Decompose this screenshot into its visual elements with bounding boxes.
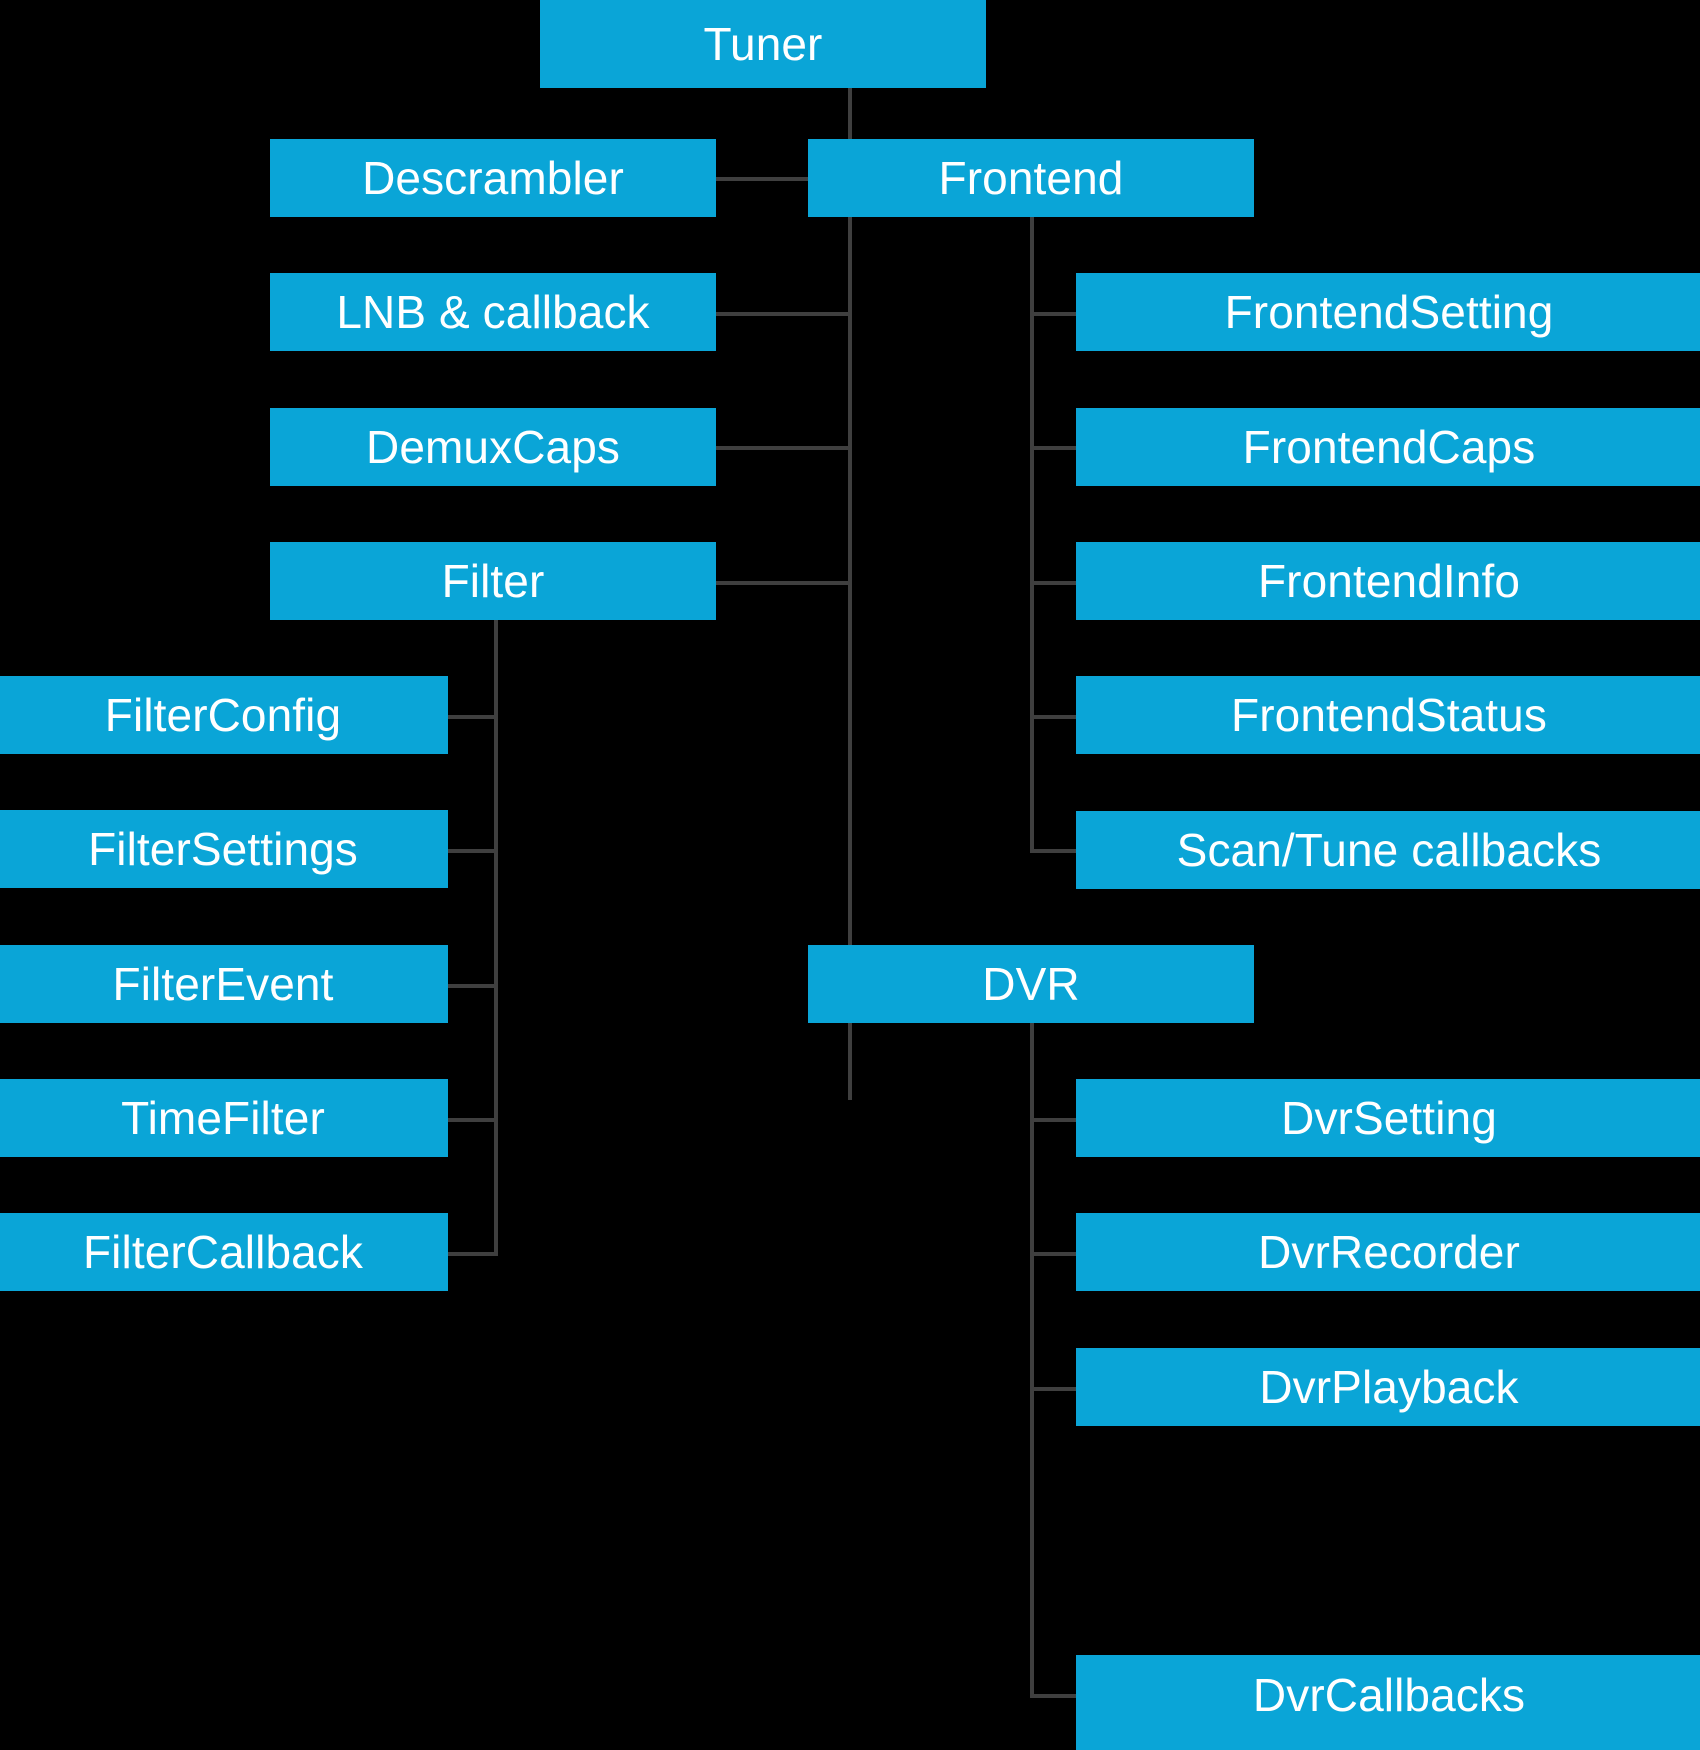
node-frontendcaps[interactable]: FrontendCaps bbox=[1076, 408, 1700, 486]
node-filtercallback[interactable]: FilterCallback bbox=[0, 1213, 448, 1291]
node-frontendsetting[interactable]: FrontendSetting bbox=[1076, 273, 1700, 351]
node-filter-label: Filter bbox=[441, 555, 545, 607]
connector-filter-filterevent bbox=[446, 984, 498, 988]
node-filterconfig-label: FilterConfig bbox=[104, 689, 342, 741]
node-frontend[interactable]: Frontend bbox=[808, 139, 1254, 217]
node-filtersettings[interactable]: FilterSettings bbox=[0, 810, 448, 888]
node-filtercallback-label: FilterCallback bbox=[82, 1226, 364, 1278]
connector-filter-filtersettings bbox=[446, 849, 498, 853]
node-frontendstatus[interactable]: FrontendStatus bbox=[1076, 676, 1700, 754]
node-filterevent[interactable]: FilterEvent bbox=[0, 945, 448, 1023]
connector-tuner-spine bbox=[848, 88, 852, 1100]
node-dvrsetting[interactable]: DvrSetting bbox=[1076, 1079, 1700, 1157]
node-scan-tune-callbacks[interactable]: Scan/Tune callbacks bbox=[1076, 811, 1700, 889]
node-descrambler[interactable]: Descrambler bbox=[270, 139, 716, 217]
node-filtersettings-label: FilterSettings bbox=[88, 823, 358, 875]
node-frontendinfo-label: FrontendInfo bbox=[1257, 555, 1521, 607]
connector-dvr-dvrsetting bbox=[1030, 1118, 1078, 1122]
node-dvrsetting-label: DvrSetting bbox=[1281, 1092, 1497, 1144]
connector-filter-spine bbox=[494, 620, 498, 1254]
connector-tuner-demuxcaps bbox=[716, 446, 850, 450]
node-filterevent-label: FilterEvent bbox=[112, 958, 334, 1010]
node-dvr[interactable]: DVR bbox=[808, 945, 1254, 1023]
node-filterconfig[interactable]: FilterConfig bbox=[0, 676, 448, 754]
node-frontendcaps-label: FrontendCaps bbox=[1242, 421, 1536, 473]
node-demuxcaps-label: DemuxCaps bbox=[366, 421, 620, 473]
connector-frontend-scantune bbox=[1030, 849, 1078, 853]
connector-filter-timefilter bbox=[446, 1118, 498, 1122]
node-lnb-callback[interactable]: LNB & callback bbox=[270, 273, 716, 351]
node-filter[interactable]: Filter bbox=[270, 542, 716, 620]
node-descrambler-label: Descrambler bbox=[362, 152, 624, 204]
node-scan-tune-callbacks-label: Scan/Tune callbacks bbox=[1176, 824, 1602, 876]
node-frontend-label: Frontend bbox=[938, 152, 1124, 204]
node-timefilter-label: TimeFilter bbox=[121, 1092, 325, 1144]
connector-dvr-dvrcallbacks bbox=[1030, 1694, 1078, 1698]
node-dvrcallbacks-label: DvrCallbacks bbox=[1252, 1668, 1526, 1721]
node-frontendsetting-label: FrontendSetting bbox=[1224, 286, 1554, 338]
connector-tuner-lnb bbox=[716, 312, 850, 316]
connector-dvr-dvrrecorder bbox=[1030, 1252, 1078, 1256]
node-tuner-label: Tuner bbox=[703, 18, 823, 70]
node-dvrcallbacks[interactable]: DvrCallbacks bbox=[1076, 1655, 1700, 1750]
connector-filter-filtercallback bbox=[446, 1252, 498, 1256]
connector-frontend-frontendcaps bbox=[1030, 446, 1078, 450]
node-frontendinfo[interactable]: FrontendInfo bbox=[1076, 542, 1700, 620]
connector-frontend-spine bbox=[1030, 216, 1034, 852]
node-timefilter[interactable]: TimeFilter bbox=[0, 1079, 448, 1157]
connector-tuner-filter bbox=[716, 581, 850, 585]
node-dvrplayback-label: DvrPlayback bbox=[1259, 1361, 1519, 1413]
node-lnb-callback-label: LNB & callback bbox=[336, 286, 650, 338]
connector-frontend-frontendsetting bbox=[1030, 312, 1078, 316]
node-tuner[interactable]: Tuner bbox=[540, 0, 986, 88]
node-frontendstatus-label: FrontendStatus bbox=[1231, 689, 1547, 741]
node-dvrrecorder[interactable]: DvrRecorder bbox=[1076, 1213, 1700, 1291]
connector-dvr-dvrplayback bbox=[1030, 1387, 1078, 1391]
connector-frontend-frontendinfo bbox=[1030, 581, 1078, 585]
node-dvr-label: DVR bbox=[982, 958, 1080, 1010]
connector-tuner-descrambler bbox=[716, 177, 850, 181]
node-dvrplayback[interactable]: DvrPlayback bbox=[1076, 1348, 1700, 1426]
node-dvrrecorder-label: DvrRecorder bbox=[1258, 1226, 1520, 1278]
node-demuxcaps[interactable]: DemuxCaps bbox=[270, 408, 716, 486]
connector-filter-filterconfig bbox=[446, 715, 498, 719]
connector-frontend-frontendstatus bbox=[1030, 715, 1078, 719]
connector-dvr-spine bbox=[1030, 1022, 1034, 1698]
